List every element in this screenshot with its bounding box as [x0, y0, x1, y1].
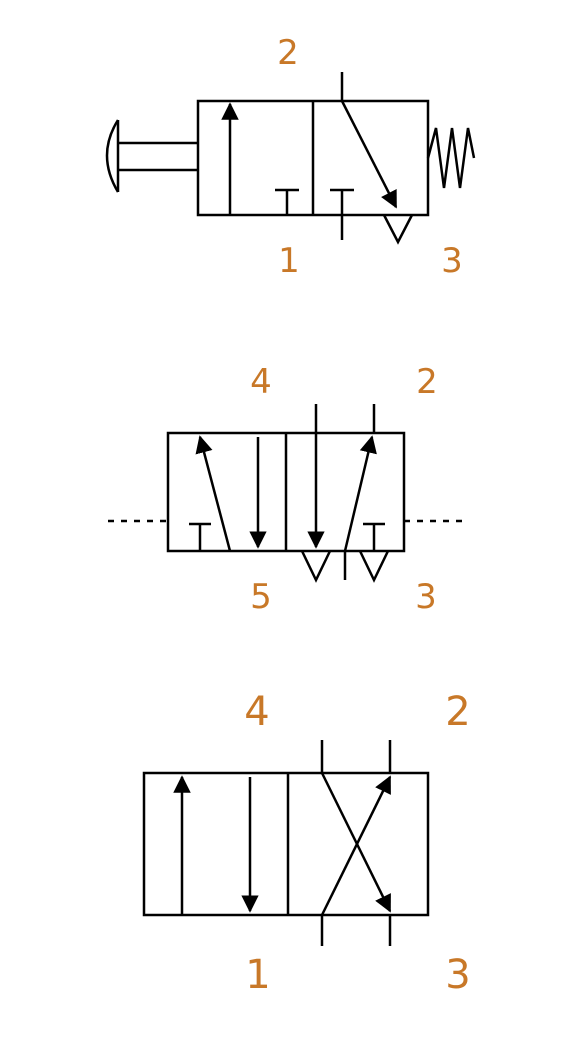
exhaust-icon — [358, 550, 390, 583]
valve-4-2-port-top-right: 2 — [445, 689, 470, 735]
valve-3-2 — [105, 72, 476, 245]
valve-4-2-port-bottom-left: 1 — [245, 952, 270, 998]
valve-5-2-port-bottom-left: 5 — [250, 577, 272, 617]
valve-4-2-port-top-left: 4 — [244, 689, 269, 735]
valve-5-2-port-top-left: 4 — [250, 362, 272, 402]
exhaust-icon — [382, 214, 414, 245]
valve-5-2 — [108, 404, 462, 583]
valve-5-2-port-top-right: 2 — [416, 362, 438, 402]
push-button-icon — [105, 119, 198, 193]
valve-5-2-port-bottom-right: 3 — [415, 577, 437, 617]
valve-4-2-port-bottom-right: 3 — [445, 952, 470, 998]
spring-icon — [426, 127, 476, 189]
valve-3-2-port-bottom-left: 1 — [278, 241, 300, 281]
exhaust-icon — [300, 550, 332, 583]
valve-4-2-body — [142, 771, 430, 917]
valve-3-2-port-bottom-right: 3 — [441, 241, 463, 281]
valve-3-2-port-top: 2 — [277, 33, 299, 73]
valve-4-2 — [142, 740, 430, 946]
